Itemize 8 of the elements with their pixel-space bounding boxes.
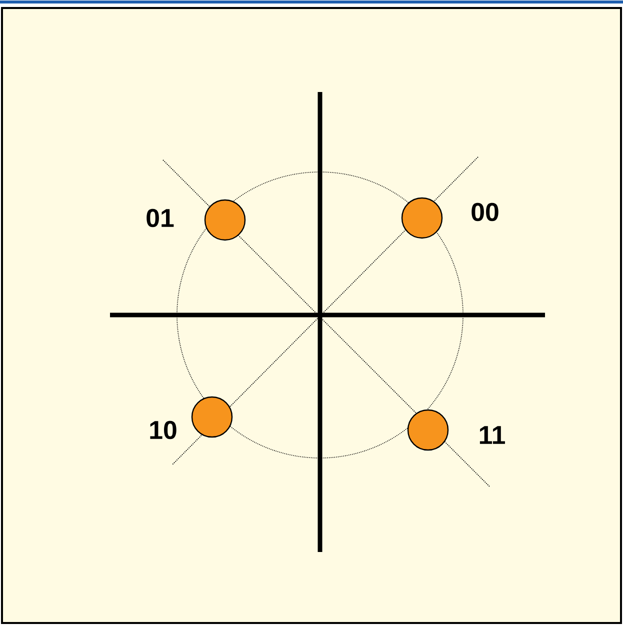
point-label: 10 (150, 420, 176, 440)
point-label: 01 (146, 208, 174, 228)
constellation-point (204, 199, 246, 241)
constellation-point (407, 409, 449, 451)
point-label: 00 (472, 202, 498, 222)
constellation-point (401, 197, 443, 239)
point-label: 11 (480, 426, 505, 444)
constellation-point (191, 396, 233, 438)
